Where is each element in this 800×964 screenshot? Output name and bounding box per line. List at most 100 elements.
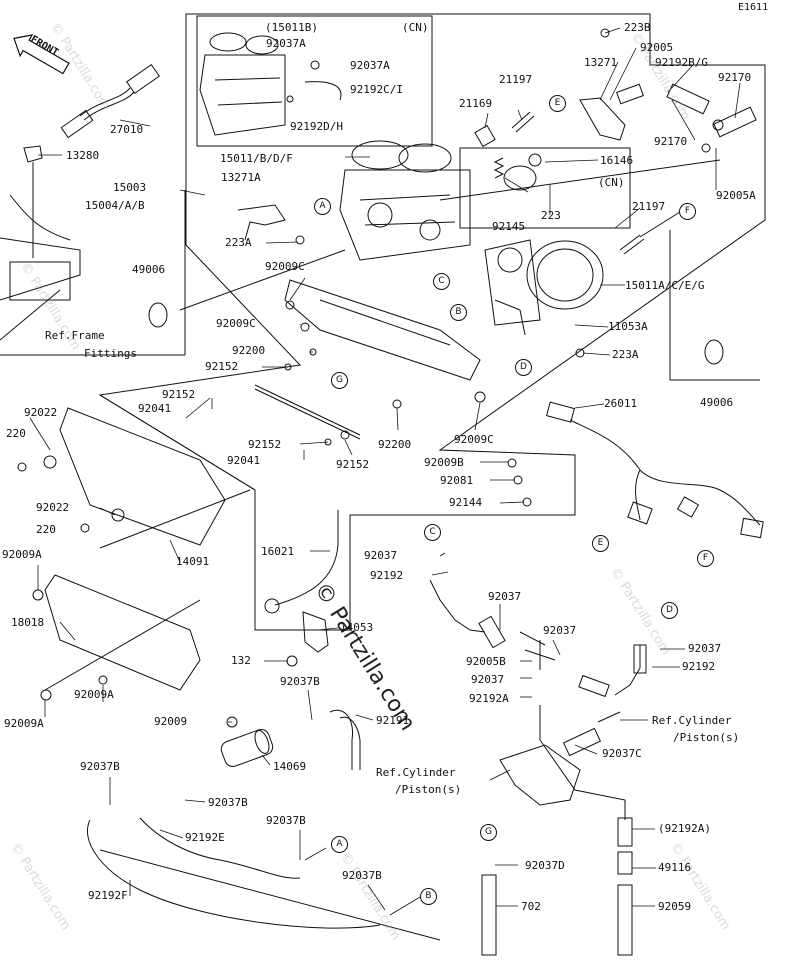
ref-cylinder-label: Ref.Cylinder	[652, 714, 732, 727]
part-label: 92170	[718, 71, 752, 84]
part-label: 223A	[612, 348, 639, 361]
callout-d: D	[661, 602, 678, 619]
part-label: 92037B	[280, 675, 320, 688]
part-label: 13280	[66, 149, 100, 162]
part-label: 92037B	[208, 796, 248, 809]
part-label: 92192B/G	[655, 56, 708, 69]
cover-16146-icon	[503, 153, 542, 191]
hose-92191-icon	[329, 709, 354, 770]
spring-92145-icon	[493, 157, 505, 179]
carburetor-assembly-icon	[339, 140, 471, 261]
part-label: 92152	[336, 458, 370, 471]
tube-92059-icon	[617, 884, 633, 956]
tube-92192-right-icon	[429, 579, 486, 633]
inset-carburetor-icon	[199, 32, 286, 136]
callout-f: F	[697, 550, 714, 567]
part-label: 16146	[600, 154, 634, 167]
callout-c: C	[424, 524, 441, 541]
part-label: 92037	[364, 549, 398, 562]
part-label: 92037B	[80, 760, 120, 773]
part-label: 92009C	[265, 260, 305, 273]
inset-region-label: (CN)	[402, 21, 429, 34]
part-label: 15011A/C/E/G	[625, 279, 705, 292]
callout-b: B	[420, 888, 437, 905]
part-label: 92009C	[216, 317, 256, 330]
part-label: 92022	[36, 501, 70, 514]
ref-frame-label: Ref.Frame	[45, 329, 105, 342]
callout-a: A	[331, 836, 348, 853]
part-label: 92005B	[466, 655, 506, 668]
part-label: 92152	[205, 360, 239, 373]
sensor-21197b-icon	[619, 234, 645, 255]
canister-14069-icon	[220, 728, 274, 768]
part-label: 132	[231, 654, 251, 667]
part-label: 223	[541, 209, 561, 222]
part-label: 92145	[492, 220, 526, 233]
part-label: 49006	[700, 396, 734, 409]
part-label: 92200	[232, 344, 266, 357]
part-label: 92041	[138, 402, 172, 415]
part-label: 92170	[654, 135, 688, 148]
part-label: 49006	[132, 263, 166, 276]
ref-frame-label: Fittings	[84, 347, 137, 360]
callout-b: B	[450, 304, 467, 321]
part-label: 92144	[449, 496, 483, 509]
part-label: 15004/A/B	[85, 199, 145, 212]
part-label: 92009C	[454, 433, 494, 446]
front-arrow-icon	[13, 34, 70, 75]
callout-a: A	[314, 198, 331, 215]
part-label: 49116	[658, 861, 692, 874]
part-label: 92192	[370, 569, 404, 582]
callout-f: F	[679, 203, 696, 220]
part-label: 27010	[110, 123, 144, 136]
inset-frame	[196, 15, 433, 147]
inset-part-label: 92037A	[266, 37, 306, 50]
screw-223a-icon	[295, 235, 305, 245]
callout-g: G	[331, 372, 348, 389]
part-label: 14091	[176, 555, 210, 568]
part-label: 92037	[688, 642, 722, 655]
part-21169-icon	[474, 124, 496, 148]
tube-92192a-bottom-icon	[617, 817, 633, 847]
screw-223b-icon	[600, 28, 610, 38]
hose-92192f-icon	[86, 819, 381, 929]
part-label: 92037C	[602, 747, 642, 760]
part-label: 223B	[624, 21, 651, 34]
fitting-92170-icon	[713, 106, 757, 138]
sensor-13280-icon	[23, 145, 43, 258]
inset-part-label: 92192C/I	[350, 83, 403, 96]
frame-fittings-icon	[0, 237, 81, 301]
carburetor-right-icon	[484, 239, 604, 336]
part-label: 92005	[640, 41, 674, 54]
part-label: 92009A	[74, 688, 114, 701]
part-label: 92192A	[469, 692, 509, 705]
part-label: 92005A	[716, 189, 756, 202]
rubber-49006b-icon	[704, 339, 724, 365]
diagram-code: E1611	[738, 2, 769, 13]
cn-frame-mid	[459, 147, 631, 229]
ref-cylinder-label: /Piston(s)	[673, 731, 740, 744]
main-frame-outline	[98, 13, 766, 631]
harness-27010-icon	[60, 63, 160, 139]
part-label: 16021	[261, 545, 295, 558]
part-label: 13271	[584, 56, 618, 69]
bracket-14053-icon	[302, 611, 329, 653]
inset-part-label: (15011B)	[265, 21, 318, 34]
rod-icon	[254, 384, 361, 436]
part-label: 92200	[378, 438, 412, 451]
callout-e: E	[549, 95, 566, 112]
cover-14091-icon	[59, 407, 226, 546]
part-label: 26011	[604, 397, 638, 410]
cn-label: (CN)	[598, 176, 625, 189]
part-label: 92009A	[2, 548, 42, 561]
part-label: 92081	[440, 474, 474, 487]
part-label: 14053	[340, 621, 374, 634]
hose-92037c-icon	[562, 727, 602, 757]
part-label: 92009A	[4, 717, 44, 730]
part-label: 92037D	[525, 859, 565, 872]
part-label: 92152	[248, 438, 282, 451]
part-label: 92009	[154, 715, 188, 728]
part-label: 220	[36, 523, 56, 536]
part-label: (92192A)	[658, 822, 711, 835]
